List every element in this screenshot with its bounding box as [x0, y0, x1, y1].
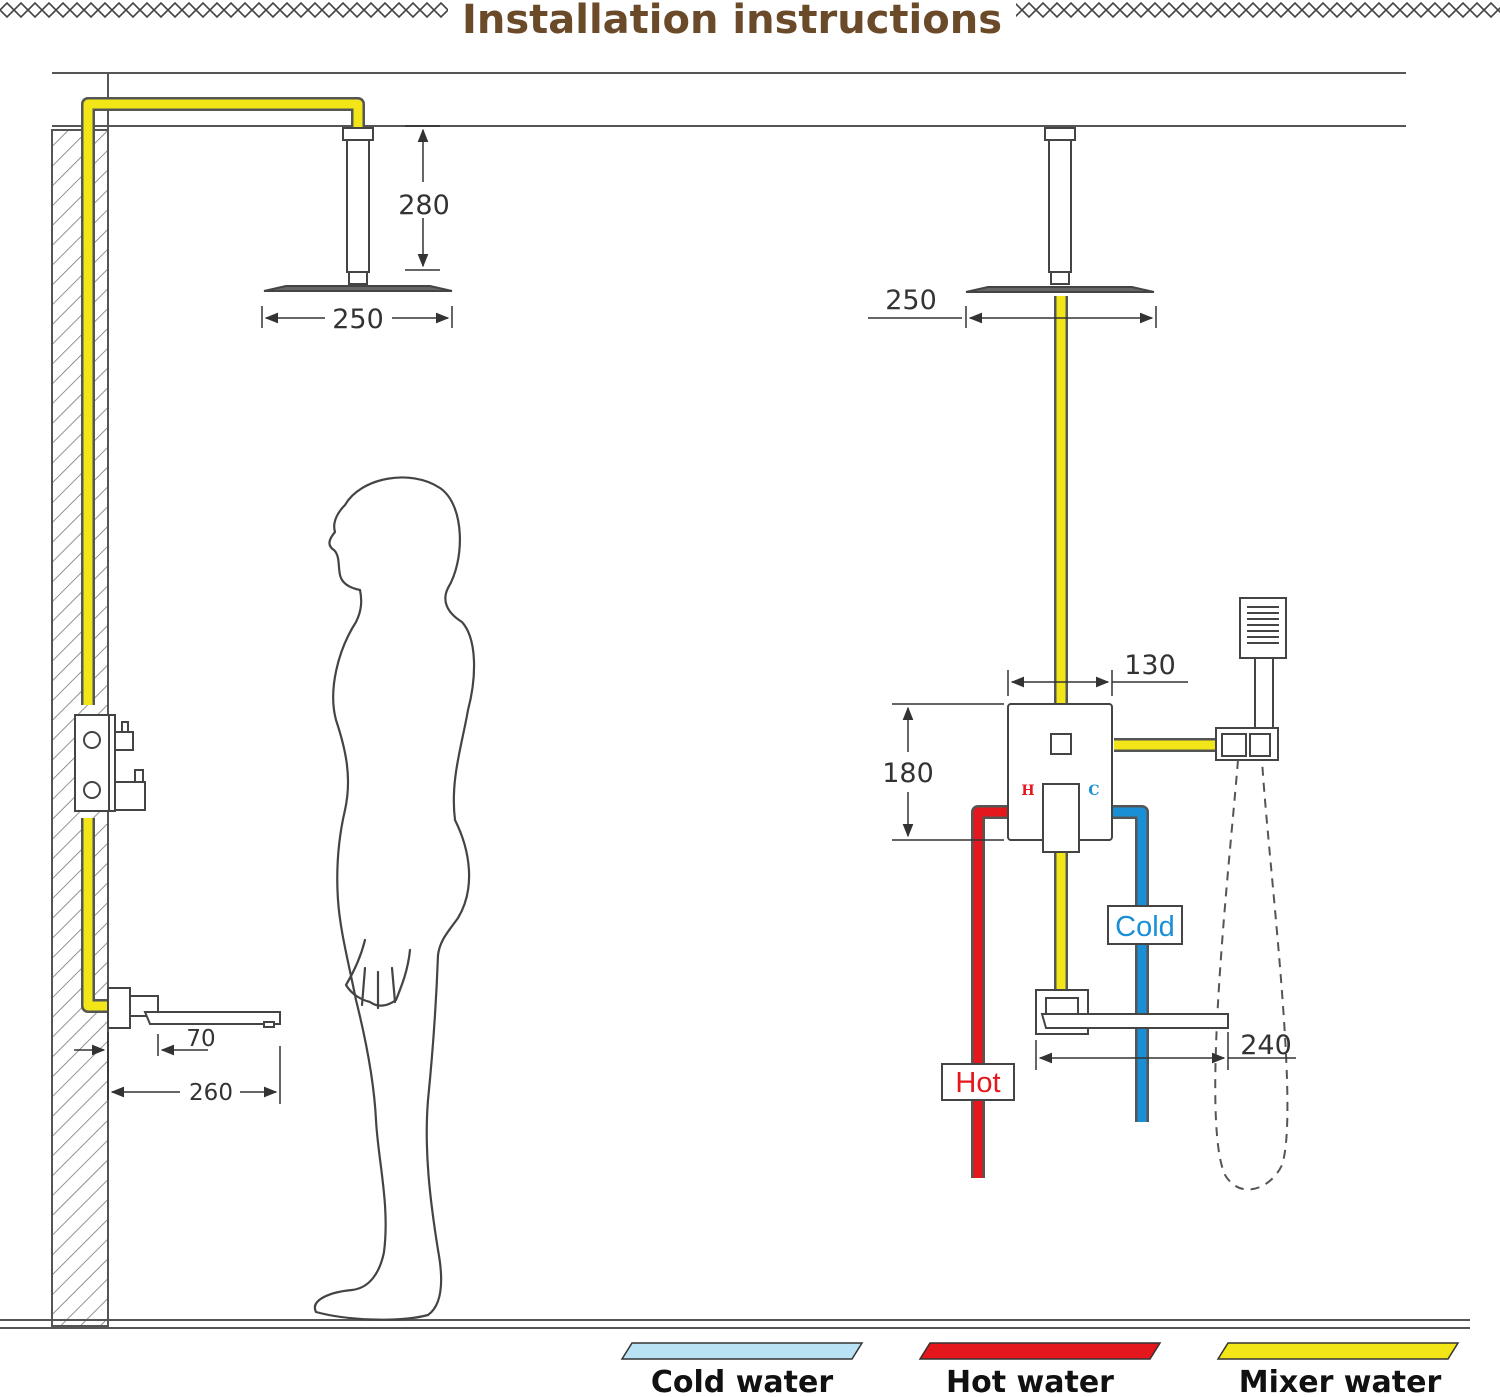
hot-water-pipe — [971, 805, 1008, 1178]
page-title: Installation instructions — [462, 0, 1002, 43]
legend-label-cold: Cold water — [651, 1365, 833, 1397]
dim-valve-height: 180 — [882, 703, 1004, 841]
room-structure — [0, 72, 1470, 1329]
dim-head-width-right: 250 — [868, 285, 1157, 328]
left-wall-valve — [74, 714, 146, 812]
right-spout — [1035, 989, 1229, 1035]
hand-shower — [1215, 597, 1287, 761]
dimension-spout-length: 260 — [189, 1080, 233, 1106]
dimension-valve-width: 130 — [1124, 650, 1176, 681]
dimension-head-width-left: 250 — [332, 304, 384, 335]
right-valve: H C — [1007, 703, 1113, 853]
legend-swatch-hot — [918, 1342, 1162, 1360]
dimension-spout-offset: 70 — [186, 1026, 215, 1052]
cold-water-pipe — [1112, 805, 1149, 1122]
legend-swatch-cold — [620, 1342, 864, 1360]
dim-spout-right: 240 — [1035, 1030, 1296, 1070]
left-spout — [107, 987, 281, 1029]
right-mixer-pipes — [1054, 296, 1218, 990]
legend-label-mixer: Mixer water — [1239, 1365, 1442, 1397]
legend-label-hot: Hot water — [946, 1365, 1114, 1397]
dim-head-width-left: 250 — [261, 304, 453, 335]
dim-spout: 70 260 — [74, 1026, 281, 1106]
hot-tag: Hot — [941, 1063, 1015, 1101]
dimension-head-height: 280 — [398, 190, 450, 221]
header-ornament-left — [0, 2, 448, 22]
legend-item-hot: Hot water — [918, 1342, 1162, 1397]
dimension-head-width-right: 250 — [885, 285, 937, 316]
left-mixer-pipe — [81, 97, 365, 1013]
dimension-spout-length-right: 240 — [1240, 1030, 1292, 1061]
legend-item-cold: Cold water — [620, 1342, 864, 1397]
human-silhouette — [313, 476, 476, 1321]
hot-mark: H — [1021, 783, 1034, 799]
legend-swatch-mixer — [1216, 1342, 1460, 1360]
cold-mark: C — [1088, 783, 1099, 799]
dim-head-height: 280 — [398, 125, 450, 271]
dimension-valve-height: 180 — [882, 758, 934, 789]
hot-label: Hot — [955, 1067, 1000, 1099]
legend-item-mixer: Mixer water — [1216, 1342, 1460, 1397]
right-shower-head — [965, 127, 1155, 293]
cold-tag: Cold — [1107, 905, 1183, 945]
header: Installation instructions — [0, 0, 1500, 43]
dim-valve-width: 130 — [1007, 650, 1188, 696]
header-ornament-right — [1016, 2, 1500, 22]
hose-dashed — [1214, 759, 1289, 1191]
left-shower-head — [263, 127, 453, 292]
cold-label: Cold — [1115, 911, 1175, 943]
legend: Cold water Hot water Mixer water — [620, 1342, 1460, 1397]
